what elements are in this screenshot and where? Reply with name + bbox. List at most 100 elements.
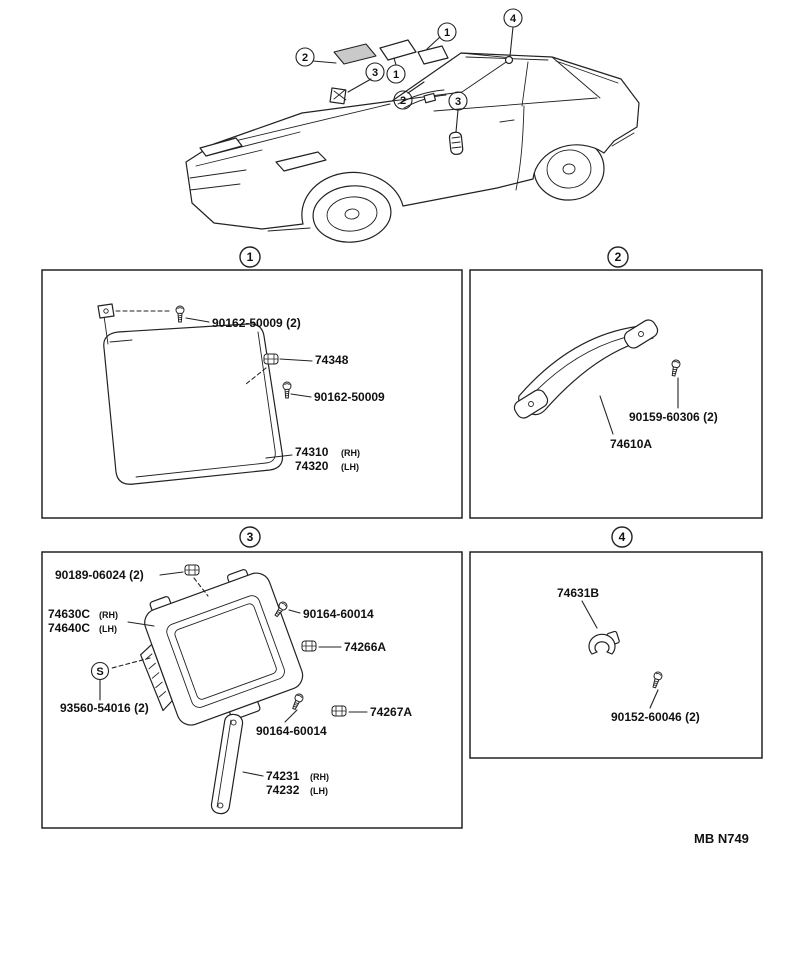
panel-3-badge xyxy=(239,526,261,548)
part-label-clip-lower: 74267A xyxy=(370,705,412,719)
leader-line xyxy=(265,454,293,459)
part-label-visor-lh: 74320 xyxy=(295,459,329,473)
clip-icon xyxy=(263,353,279,365)
part-label-holder-screw: 90152-60046 (2) xyxy=(611,710,700,724)
assist-grip-drawing xyxy=(513,319,659,419)
part-label-grip-screw: 90159-60306 (2) xyxy=(629,410,718,424)
callout-number: 2 xyxy=(400,95,406,107)
part-label-mirror-rh: 74630C xyxy=(48,607,90,621)
dashed-leader xyxy=(111,657,151,669)
panel-2-badge xyxy=(607,246,629,268)
leader-line xyxy=(581,600,598,629)
part-label-grip: 74610A xyxy=(610,437,652,451)
part-tag-lh: (LH) xyxy=(341,462,359,472)
screw-icon xyxy=(669,358,682,378)
panel-1-frame xyxy=(41,269,463,519)
part-tag-rh: (RH) xyxy=(341,448,360,458)
visor-pivot-bracket xyxy=(97,303,115,319)
part-tag-lh: (LH) xyxy=(99,624,117,634)
screw-icon xyxy=(649,670,664,690)
car-body xyxy=(185,52,640,230)
leader-line xyxy=(284,709,298,723)
leader-line xyxy=(290,393,312,398)
part-label-screw-top: 90162-50009 (2) xyxy=(212,316,301,330)
front-wheel xyxy=(312,185,392,243)
part-tag-rh: (RH) xyxy=(99,610,118,620)
screw-icon xyxy=(289,692,305,712)
panel-1-sun-visor: 1 90162-50009 (2) 74348 90162-50009 7431… xyxy=(41,246,463,519)
callout-2-visor-shaded: 2 xyxy=(295,47,315,67)
callout-number: 4 xyxy=(510,13,517,25)
panel-3-vanity-mirror: 3 90189-06024 (2) 74630C (RH) 74640C xyxy=(41,526,463,829)
callout-1-top: 1 xyxy=(437,22,457,42)
panel-4-frame xyxy=(469,551,763,759)
callout-number: 2 xyxy=(302,52,308,64)
leader-line xyxy=(288,609,301,614)
mirror-housing-drawing xyxy=(140,568,304,726)
screw-icon xyxy=(175,305,185,323)
callout-leader-lines xyxy=(312,26,514,133)
sun-visor-mini-shaded xyxy=(333,43,377,65)
mirror-plate-drawing xyxy=(210,713,244,815)
callout-2-windshield: 2 xyxy=(393,90,413,110)
panel-4-visor-holder: 4 74631B 90152-60046 (2) xyxy=(469,526,763,759)
panel-3-frame xyxy=(41,551,463,829)
panel-1-number: 1 xyxy=(247,250,254,264)
s-mark: S xyxy=(96,666,103,678)
part-label-plate-lh: 74232 xyxy=(266,783,300,797)
leader-line xyxy=(279,358,313,362)
sun-visor-mini-a xyxy=(379,39,417,61)
part-label-mirror-lh: 74640C xyxy=(48,621,90,635)
panel-2-frame xyxy=(469,269,763,519)
callout-3-pillar: 3 xyxy=(448,91,468,111)
part-label-screw-lower: 90164-60014 xyxy=(256,724,327,738)
leader-line xyxy=(159,571,184,576)
callout-number: 3 xyxy=(455,96,461,108)
clip-icon xyxy=(301,640,317,652)
visor-holder-drawing xyxy=(588,630,620,655)
visor-hook-mini xyxy=(504,55,514,65)
leader-line xyxy=(185,317,210,323)
leader-line xyxy=(599,395,614,435)
panel-3-number: 3 xyxy=(247,530,254,544)
callout-3-left: 3 xyxy=(365,62,385,82)
sun-visor-mini-b xyxy=(417,45,449,65)
part-label-screw-s: 93560-54016 (2) xyxy=(60,701,149,715)
screw-icon xyxy=(282,381,292,399)
clip-icon xyxy=(184,564,200,576)
sun-visor-drawing xyxy=(97,303,284,485)
callout-number: 1 xyxy=(444,27,450,39)
part-label-clip-right: 74266A xyxy=(344,640,386,654)
part-label-screw-top: 90189-06024 (2) xyxy=(55,568,144,582)
leader-line xyxy=(242,771,264,777)
panel-2-number: 2 xyxy=(615,250,622,264)
panel-4-badge xyxy=(611,526,633,548)
callout-4-top: 4 xyxy=(503,8,523,28)
part-label-visor-rh: 74310 xyxy=(295,445,329,459)
panel-2-assist-grip: 2 90159-60306 (2) 74610A xyxy=(469,246,763,519)
dashed-leader xyxy=(193,577,209,597)
part-label-plate-rh: 74231 xyxy=(266,769,300,783)
panel-1-badge xyxy=(239,246,261,268)
part-tag-lh: (LH) xyxy=(310,786,328,796)
leader-line xyxy=(127,621,155,627)
assist-grip-mini xyxy=(448,131,464,155)
part-label-holder: 74631B xyxy=(557,586,599,600)
car-overview: 2 1 4 3 1 2 3 xyxy=(185,8,640,243)
leader-line xyxy=(649,689,659,709)
dashed-leader xyxy=(245,367,267,385)
side-mirror xyxy=(423,92,437,104)
callout-number: 3 xyxy=(372,67,378,79)
clip-icon xyxy=(331,705,347,717)
headlight-door xyxy=(199,137,327,172)
mirror-bracket-mini xyxy=(329,87,347,105)
part-tag-rh: (RH) xyxy=(310,772,329,782)
part-label-screw-bottom: 90162-50009 xyxy=(314,390,385,404)
callout-number: 1 xyxy=(393,69,399,81)
panel-4-number: 4 xyxy=(619,530,626,544)
callout-1-mid: 1 xyxy=(386,64,406,84)
part-label-screw-right: 90164-60014 xyxy=(303,607,374,621)
part-label-holder: 74348 xyxy=(315,353,349,367)
